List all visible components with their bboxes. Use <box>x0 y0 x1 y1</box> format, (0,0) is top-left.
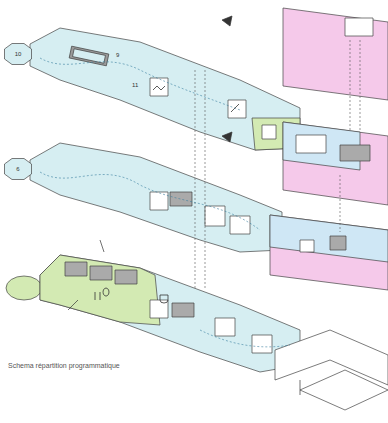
caption-text: Schema répartition programmatique <box>8 362 120 369</box>
octagon-space: 10 <box>4 43 32 65</box>
room-number: 9 <box>116 52 119 58</box>
space-number: 10 <box>4 51 32 57</box>
room-number: 11 <box>132 82 138 88</box>
octagon-space: 6 <box>4 158 32 180</box>
space-number: 6 <box>4 166 32 172</box>
